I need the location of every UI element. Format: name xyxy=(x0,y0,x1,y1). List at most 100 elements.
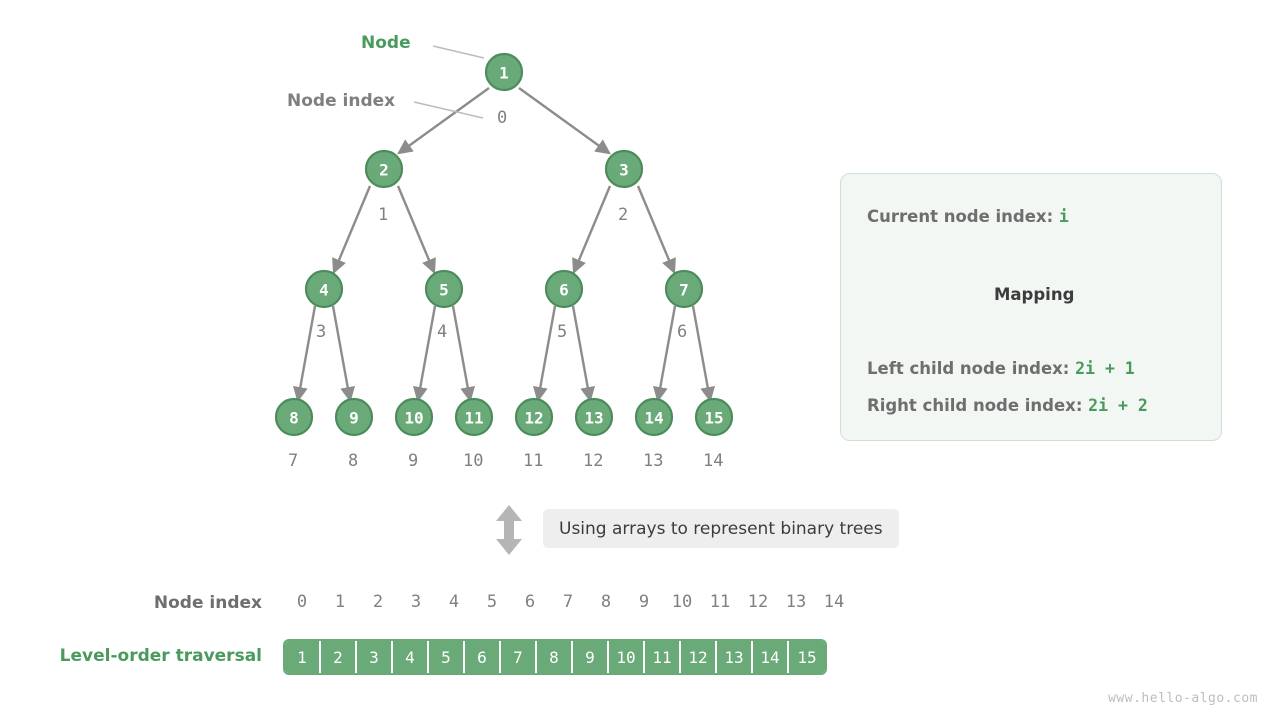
panel-right-child-line: Right child node index: 2i + 2 xyxy=(867,396,1148,415)
array-index-cell: 10 xyxy=(671,592,693,612)
array-index-cell: 5 xyxy=(486,592,498,612)
panel-left-label: Left child node index xyxy=(867,359,1063,378)
node-index-14: 14 xyxy=(703,451,724,471)
tree-node-value: 11 xyxy=(464,409,483,428)
tree-node xyxy=(304,269,344,309)
node-index-6: 6 xyxy=(677,322,688,342)
tree-nodes: 1 2 3 4 5 6 7 8 9 10 11 12 13 1 xyxy=(274,52,734,437)
tree-node-value: 2 xyxy=(379,161,389,180)
node-index-7: 7 xyxy=(288,451,299,471)
double-arrow-icon xyxy=(496,505,522,555)
tree-node xyxy=(424,269,464,309)
panel-colon-1: : xyxy=(1046,207,1059,226)
panel-right-value: 2i + 2 xyxy=(1088,396,1148,415)
panel-current-value: i xyxy=(1058,207,1069,226)
tree-node-value: 12 xyxy=(524,409,543,428)
tree-node xyxy=(514,397,554,437)
node-index-10: 10 xyxy=(463,451,484,471)
array-value-cell: 15 xyxy=(789,641,825,673)
array-value-cell: 11 xyxy=(645,641,681,673)
node-index-4: 4 xyxy=(437,322,448,342)
panel-colon-2: : xyxy=(1062,359,1076,378)
tree-edges xyxy=(292,87,716,403)
array-value-cell: 4 xyxy=(393,641,429,673)
array-index-cell: 11 xyxy=(709,592,731,612)
caption-box: Using arrays to represent binary trees xyxy=(543,509,899,548)
node-index-3: 3 xyxy=(316,322,327,342)
node-index-9: 9 xyxy=(408,451,419,471)
tree-node-value: 1 xyxy=(499,64,509,83)
array-index-row: 0 1 2 3 4 5 6 7 8 9 10 11 12 13 14 xyxy=(283,592,853,612)
level-order-row-label: Level-order traversal xyxy=(59,646,262,666)
array-index-cell: 9 xyxy=(638,592,650,612)
array-index-cell: 3 xyxy=(410,592,422,612)
tree-node-value: 9 xyxy=(349,409,359,428)
tree-node-value: 5 xyxy=(439,281,449,300)
array-index-cell: 7 xyxy=(562,592,574,612)
callout-lines xyxy=(413,45,485,119)
array-value-cell: 10 xyxy=(609,641,645,673)
mapping-panel: Current node index: i Mapping Left child… xyxy=(840,173,1222,441)
panel-colon-3: : xyxy=(1075,396,1089,415)
array-value-cell: 12 xyxy=(681,641,717,673)
node-index-8: 8 xyxy=(348,451,359,471)
array-value-cell: 8 xyxy=(537,641,573,673)
array-value-cell: 5 xyxy=(429,641,465,673)
panel-right-label: Right child node index xyxy=(867,396,1076,415)
tree-node-value: 3 xyxy=(619,161,629,180)
tree-node xyxy=(394,397,434,437)
array-index-cell: 8 xyxy=(600,592,612,612)
node-index-12: 12 xyxy=(583,451,604,471)
tree-node xyxy=(664,269,704,309)
node-index-row-label: Node index xyxy=(153,593,262,613)
tree-node-value: 6 xyxy=(559,281,569,300)
array-value-cell: 6 xyxy=(465,641,501,673)
tree-node xyxy=(334,397,374,437)
tree-node-value: 8 xyxy=(289,409,299,428)
array-values-row: 1 2 3 4 5 6 7 8 9 10 11 12 13 14 15 xyxy=(283,639,827,675)
array-value-cell: 1 xyxy=(285,641,321,673)
array-value-cell: 7 xyxy=(501,641,537,673)
array-index-cell: 0 xyxy=(296,592,308,612)
tree-node-value: 10 xyxy=(404,409,423,428)
array-index-cell: 13 xyxy=(785,592,807,612)
array-index-cell: 4 xyxy=(448,592,460,612)
tree-node xyxy=(274,397,314,437)
node-index-1: 1 xyxy=(378,205,389,225)
node-index-callout-label: Node index xyxy=(287,91,396,111)
tree-node xyxy=(454,397,494,437)
node-callout-label: Node xyxy=(361,33,411,53)
tree-node xyxy=(694,397,734,437)
array-value-cell: 2 xyxy=(321,641,357,673)
node-index-11: 11 xyxy=(523,451,544,471)
node-index-2: 2 xyxy=(618,205,629,225)
node-index-0: 0 xyxy=(497,108,508,128)
tree-node xyxy=(604,149,644,189)
tree-node-value: 4 xyxy=(319,281,329,300)
panel-current-node-line: Current node index: i xyxy=(867,207,1069,226)
array-index-cell: 6 xyxy=(524,592,536,612)
array-value-cell: 9 xyxy=(573,641,609,673)
tree-node xyxy=(634,397,674,437)
array-index-cell: 2 xyxy=(372,592,384,612)
caption-text: Using arrays to represent binary trees xyxy=(559,518,883,539)
tree-node-value: 13 xyxy=(584,409,603,428)
tree-node xyxy=(574,397,614,437)
array-index-cell: 1 xyxy=(334,592,346,612)
array-value-cell: 14 xyxy=(753,641,789,673)
tree-node xyxy=(544,269,584,309)
panel-left-child-line: Left child node index: 2i + 1 xyxy=(867,359,1135,378)
node-index-13: 13 xyxy=(643,451,664,471)
tree-node xyxy=(484,52,524,92)
panel-left-value: 2i + 1 xyxy=(1075,359,1135,378)
node-index-5: 5 xyxy=(557,322,568,342)
array-index-cell: 12 xyxy=(747,592,769,612)
tree-node-value: 15 xyxy=(704,409,723,428)
tree-node xyxy=(364,149,404,189)
panel-current-label: Current node index xyxy=(867,207,1047,226)
tree-node-value: 7 xyxy=(679,281,689,300)
watermark: www.hello-algo.com xyxy=(1108,691,1258,706)
tree-node-value: 14 xyxy=(644,409,663,428)
panel-mapping-label: Mapping xyxy=(994,285,1075,304)
